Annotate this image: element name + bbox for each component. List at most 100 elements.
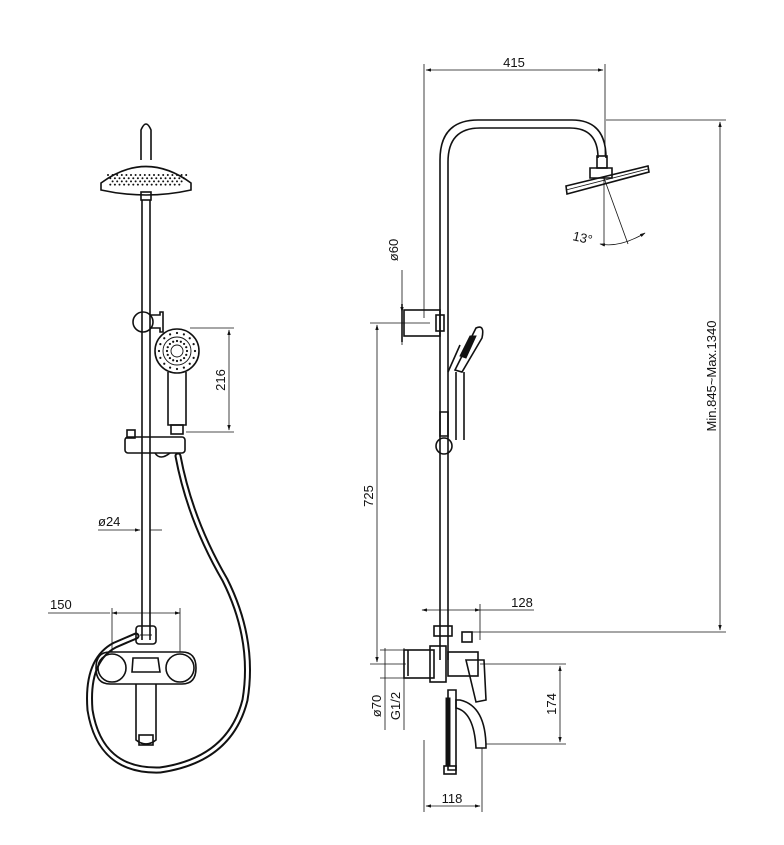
dim-height-range: Min.845~Max.1340 (470, 119, 726, 633)
hand-nozzle-dot (182, 333, 185, 336)
hand-nozzle-dot (157, 349, 161, 353)
hand-shower-nozzles (157, 331, 197, 371)
front-slider-holder (124, 429, 186, 458)
label-150: 150 (50, 597, 72, 612)
hand-nozzle-dot (192, 343, 195, 346)
hand-nozzle-dot (179, 340, 182, 343)
front-overhead-shower-head (100, 165, 192, 201)
hand-nozzle-dot (169, 366, 172, 369)
nozzle-dot (118, 183, 121, 186)
dim-60: ø60 (386, 239, 404, 345)
hand-nozzle-dot (159, 343, 162, 346)
side-slider-knob (435, 411, 453, 455)
front-shower-hose (86, 452, 251, 774)
hand-nozzle-dot (185, 353, 188, 356)
nozzle-dot (169, 177, 172, 180)
nozzle-dot (111, 174, 114, 176)
label-128: 128 (511, 595, 533, 610)
nozzle-dot (143, 174, 146, 176)
nozzle-dot (180, 180, 183, 183)
nozzle-dot (153, 180, 155, 183)
side-overhead-shower-head (565, 155, 650, 196)
nozzle-dot (120, 174, 123, 176)
nozzle-dot (148, 180, 151, 183)
hand-nozzle-dot (182, 342, 186, 346)
label-24: ø24 (98, 514, 120, 529)
label-174: 174 (544, 693, 559, 715)
nozzle-dot (116, 180, 119, 183)
nozzle-dot (153, 174, 155, 176)
nozzle-dot (143, 180, 146, 183)
hand-nozzle-dot (166, 353, 169, 356)
dim-150: 150 (48, 597, 181, 652)
nozzle-dot (182, 177, 185, 180)
side-view: 13° (361, 55, 726, 812)
nozzle-dot (159, 177, 162, 180)
nozzle-dot (120, 180, 123, 183)
nozzle-dot (109, 183, 112, 186)
nozzle-dot (164, 183, 167, 186)
dim-216: 216 (186, 327, 234, 433)
nozzle-dot (185, 174, 188, 176)
hand-nozzle-dot (169, 333, 172, 336)
nozzle-dot (141, 177, 144, 180)
front-hand-shower (154, 328, 200, 435)
label-725: 725 (361, 485, 376, 507)
hand-nozzle-dot (182, 356, 186, 360)
nozzle-dot (180, 174, 183, 176)
hand-nozzle-dot (163, 337, 166, 340)
hand-nozzle-dot (192, 356, 195, 359)
nozzle-dot (134, 174, 137, 176)
front-shower-nozzles (107, 174, 188, 186)
hand-nozzle-dot (193, 349, 197, 353)
nozzle-dot (162, 174, 165, 176)
label-13-degree: 13° (571, 228, 594, 247)
dim-angle-13: 13° (571, 177, 646, 247)
dim-415: 415 (423, 55, 606, 318)
label-g12: G1/2 (388, 692, 403, 720)
hand-nozzle-dot (172, 359, 175, 362)
nozzle-dot (171, 180, 174, 183)
nozzle-dot (118, 177, 121, 180)
nozzle-dot (146, 177, 149, 180)
nozzle-dot (162, 180, 165, 183)
nozzle-dot (127, 183, 130, 186)
nozzle-dot (125, 174, 128, 176)
nozzle-dot (173, 183, 176, 186)
nozzle-dot (176, 174, 178, 176)
nozzle-dot (146, 183, 149, 186)
nozzle-dot (123, 177, 126, 180)
hand-nozzle-dot (175, 367, 179, 371)
nozzle-dot (166, 174, 169, 176)
hand-nozzle-dot (185, 349, 189, 353)
nozzle-dot (113, 183, 116, 186)
front-mixer-body (95, 625, 197, 746)
dim-118: 118 (423, 740, 483, 812)
hand-nozzle-dot (182, 366, 185, 369)
nozzle-dot (113, 177, 116, 180)
dim-24: ø24 (98, 514, 162, 532)
hand-nozzle-dot (179, 359, 182, 362)
hand-nozzle-dot (172, 340, 175, 343)
hand-nozzle-dot (175, 359, 179, 363)
nozzle-dot (130, 174, 132, 176)
nozzle-dot (130, 180, 132, 183)
nozzle-dot (107, 174, 109, 176)
nozzle-dot (139, 180, 142, 183)
nozzle-dot (139, 174, 142, 176)
dim-128: 128 (421, 595, 534, 640)
nozzle-dot (178, 177, 181, 180)
hand-nozzle-dot (165, 349, 169, 353)
nozzle-dot (173, 177, 176, 180)
dim-725: 725 (361, 322, 430, 665)
nozzle-dot (127, 177, 130, 180)
front-vertical-rail (141, 200, 151, 640)
nozzle-dot (178, 183, 181, 186)
hand-nozzle-dot (168, 342, 172, 346)
front-view: 216 ø24 150 (48, 123, 251, 774)
nozzle-dot (150, 183, 153, 186)
nozzle-dot (116, 174, 119, 176)
hand-nozzle-dot (168, 356, 172, 360)
nozzle-dot (159, 183, 162, 186)
